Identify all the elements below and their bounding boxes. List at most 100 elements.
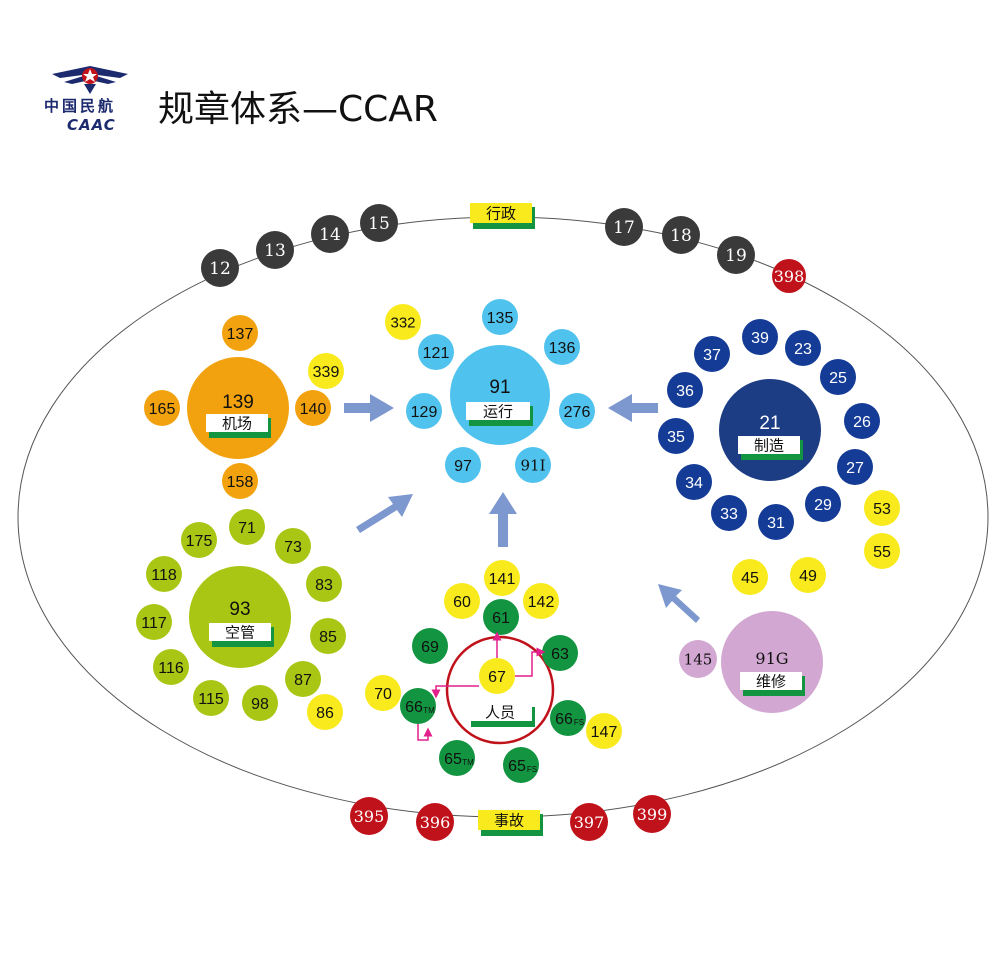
rule-node-accident-395: 395 [350, 797, 388, 835]
rule-circle [559, 393, 595, 429]
rule-node-atc-116: 116 [153, 649, 189, 685]
rule-number-label: 26 [853, 414, 871, 431]
rule-node-operations-135: 135 [482, 299, 518, 335]
rule-circle [418, 334, 454, 370]
rule-number-label: 18 [670, 226, 692, 246]
rule-number-label: 60 [453, 594, 471, 611]
rule-circle [306, 566, 342, 602]
tag-box [740, 672, 802, 690]
flow-arrows [344, 394, 700, 623]
rule-node-admin-18: 18 [662, 216, 700, 254]
rule-number-label: 45 [741, 570, 759, 587]
rule-circle [412, 628, 448, 664]
rule-number-label: 147 [591, 724, 618, 741]
arrow-airport-to-operations [344, 394, 394, 422]
rule-node-atc-71: 71 [229, 509, 265, 545]
rule-circle [295, 390, 331, 426]
rule-circle [633, 795, 671, 833]
rule-number-label: 165 [149, 401, 176, 418]
rule-number-label: 135 [487, 310, 514, 327]
rule-circle [311, 215, 349, 253]
rule-number-label: 332 [390, 314, 415, 331]
rule-circle [694, 336, 730, 372]
page-title: 规章体系—CCAR [158, 89, 438, 130]
rule-circle [350, 797, 388, 835]
rule-node-personnel-141: 141 [484, 560, 520, 596]
rule-node-manufacturing-36: 36 [667, 372, 703, 408]
rule-node-manufacturing-25: 25 [820, 359, 856, 395]
rule-number-label: 25 [829, 370, 847, 387]
rule-circle [658, 418, 694, 454]
rule-circle [711, 495, 747, 531]
banner-box [470, 203, 532, 223]
arrow-personnel-to-operations [489, 492, 517, 547]
rule-circle [515, 447, 551, 483]
rule-circle [542, 635, 578, 671]
rule-node-manufacturing-55: 55 [864, 533, 900, 569]
tag-box [206, 414, 268, 432]
connector-67-to-63 [515, 647, 546, 677]
rule-number-label: 129 [411, 404, 438, 421]
banner-admin: 行政 [470, 203, 535, 229]
rule-circle [445, 447, 481, 483]
category-tag-manufacturing: 制造 [738, 436, 803, 460]
category-name: 人员 [485, 704, 515, 722]
category-tag-atc: 空管 [209, 623, 274, 647]
personnel-connectors [417, 631, 546, 741]
category-tag-airport: 机场 [206, 414, 271, 438]
rule-circle [742, 319, 778, 355]
rule-number-label: 115 [198, 691, 224, 708]
rule-circle [439, 740, 475, 776]
connector-66-loop [417, 724, 433, 741]
rule-circle [790, 557, 826, 593]
rule-number-label: 396 [420, 813, 451, 832]
rule-number-label: 136 [549, 340, 576, 357]
rule-node-atc-85: 85 [310, 618, 346, 654]
banner-box [478, 810, 540, 830]
hub-number: 93 [229, 599, 250, 620]
rule-number-label: 13 [264, 241, 286, 261]
rule-number-label: 142 [528, 594, 555, 611]
rule-circle [153, 649, 189, 685]
rule-node-operations-136: 136 [544, 329, 580, 365]
banner-label: 行政 [486, 205, 516, 223]
rule-subscript-label: FS [574, 718, 584, 727]
rule-number-label: 97 [454, 458, 472, 475]
rule-circle [550, 700, 586, 736]
rule-circle [181, 522, 217, 558]
tag-box [466, 402, 530, 420]
rule-node-personnel-60: 60 [444, 583, 480, 619]
category-name: 空管 [225, 624, 255, 642]
rule-number-label: 398 [774, 267, 805, 286]
rule-number-label: 15 [368, 214, 390, 234]
rule-node-airport-137: 137 [222, 315, 258, 351]
rule-circle [717, 236, 755, 274]
rule-circle [844, 403, 880, 439]
rule-node-admin-14: 14 [311, 215, 349, 253]
rule-number-label: 65 [508, 758, 526, 775]
rule-circle [570, 803, 608, 841]
rule-number-label: 395 [354, 807, 385, 826]
rule-number-label: 399 [637, 805, 668, 824]
banner-accident: 事故 [478, 810, 543, 836]
rule-number-label: 66 [405, 699, 423, 716]
rule-circle [805, 486, 841, 522]
rule-node-atc-73: 73 [275, 528, 311, 564]
rule-number-label: 61 [492, 610, 510, 627]
rule-number-label: 31 [767, 515, 785, 532]
rule-circle [146, 556, 182, 592]
rule-number-label: 14 [319, 225, 341, 245]
hub-circle [479, 658, 515, 694]
category-name: 制造 [754, 437, 784, 455]
rule-circle [360, 204, 398, 242]
rule-circle [785, 330, 821, 366]
rule-node-manufacturing-27: 27 [837, 449, 873, 485]
rule-node-accident-396: 396 [416, 803, 454, 841]
hub-number: 67 [488, 669, 506, 686]
wings-emblem-icon [52, 66, 128, 94]
rule-number-label: 66 [555, 711, 573, 728]
